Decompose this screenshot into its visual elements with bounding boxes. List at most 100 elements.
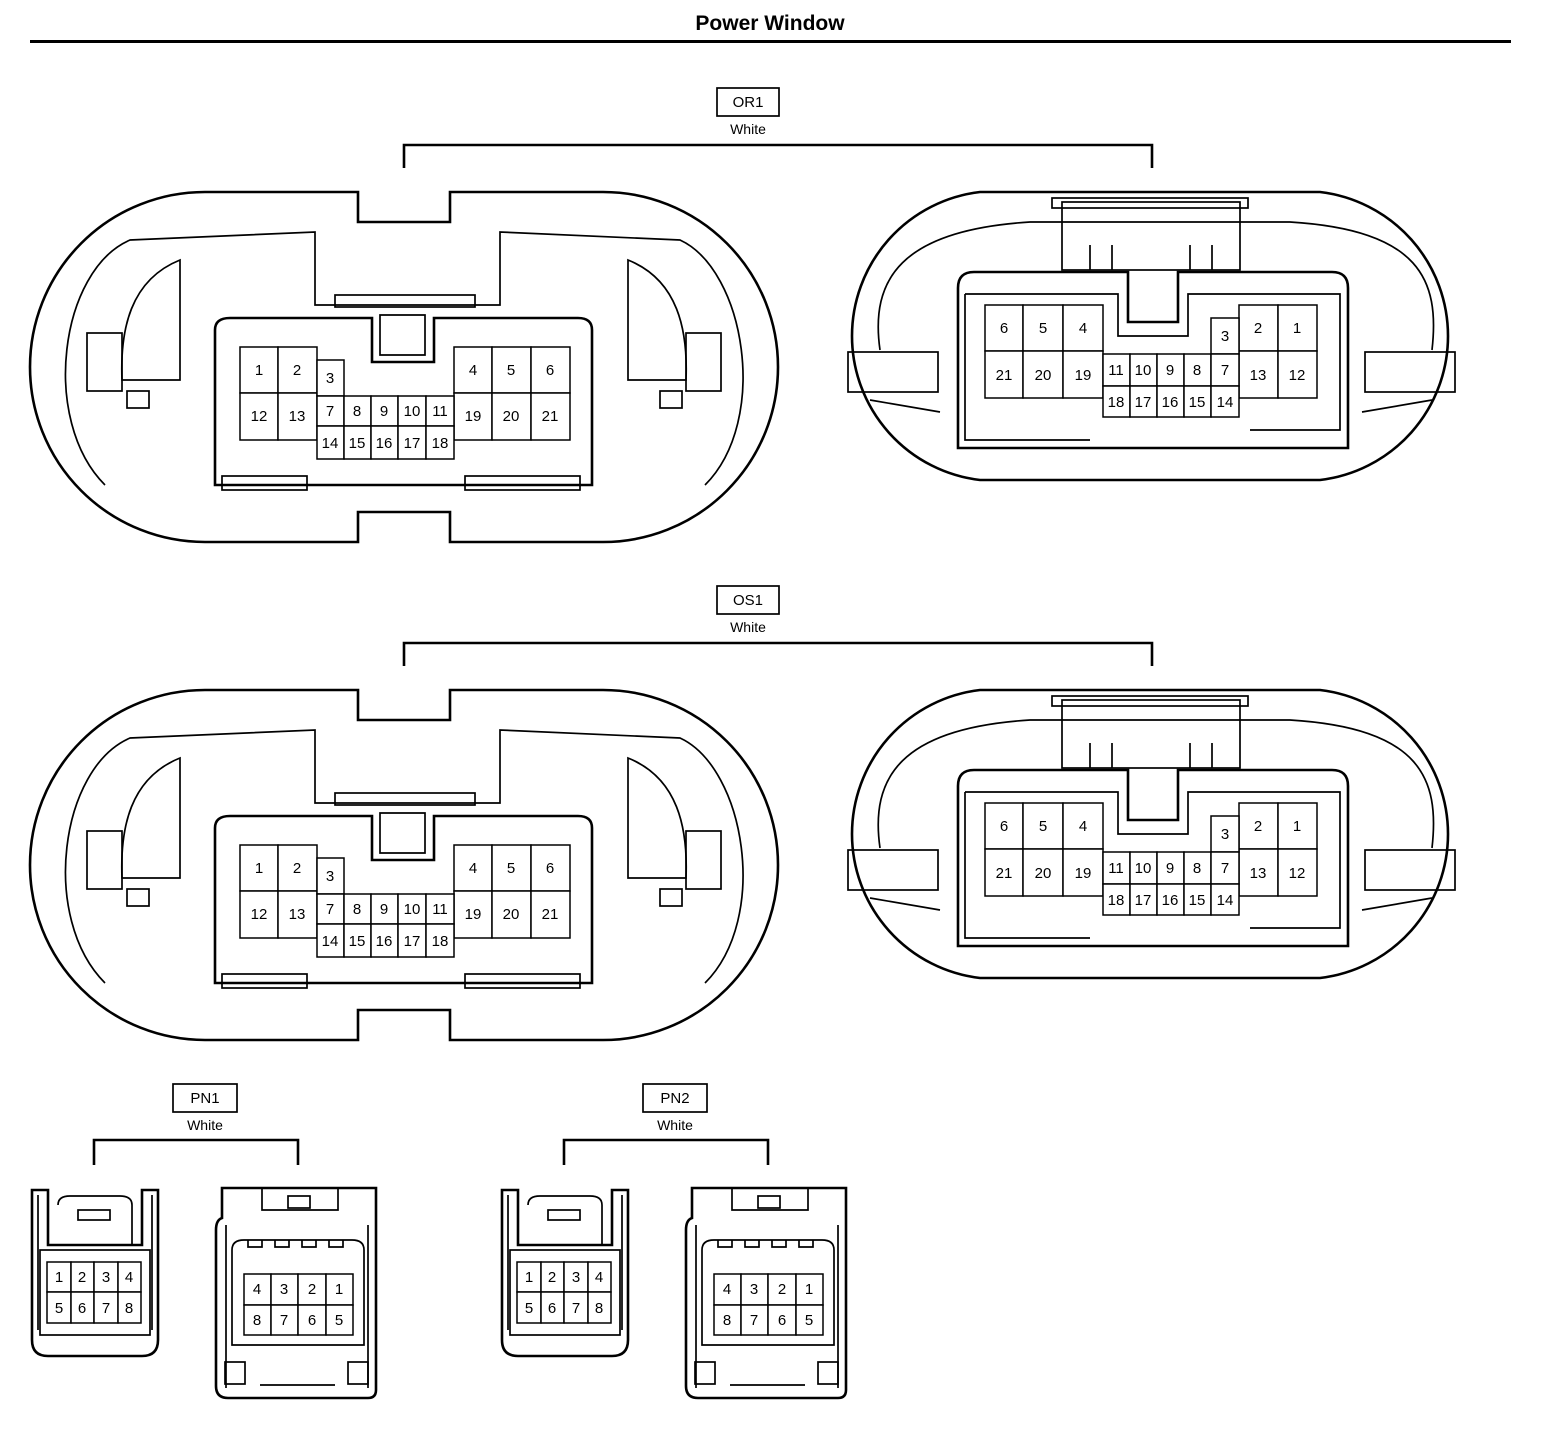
pin-number: 4 xyxy=(1079,818,1087,835)
connector-color: White xyxy=(730,121,766,137)
pin-cell xyxy=(530,392,571,441)
pin-number: 13 xyxy=(1250,367,1267,384)
pin-cell xyxy=(1210,353,1240,387)
pin-cell xyxy=(343,923,372,958)
pin-grid: 1 2 4 5 6 12 13 19 20 21 3 7 8 9 10 11 1… xyxy=(239,844,571,958)
pin-cell xyxy=(1210,385,1240,418)
female-connector: 1 2 3 4 5 6 7 8 xyxy=(500,1188,630,1358)
pin-cell xyxy=(316,395,345,427)
pin-cell xyxy=(46,1291,72,1324)
connector-pn2: PN2 White 1 2 3 4 5 xyxy=(500,1083,848,1400)
pin-cell xyxy=(1156,851,1185,885)
pin-cell xyxy=(370,395,399,427)
pin-cell xyxy=(516,1291,542,1324)
pin-number: 8 xyxy=(353,901,361,918)
pin-cell xyxy=(491,844,532,892)
pin-number: 3 xyxy=(750,1281,758,1298)
pin-number: 10 xyxy=(1135,362,1152,379)
pin-number: 1 xyxy=(255,860,263,877)
pin-number: 17 xyxy=(404,933,421,950)
pin-cell xyxy=(740,1304,769,1336)
pin-number: 8 xyxy=(253,1312,261,1329)
pin-cell xyxy=(370,425,399,460)
pin-number: 6 xyxy=(1000,320,1008,337)
pin-number: 15 xyxy=(349,435,366,452)
pin-number: 21 xyxy=(542,906,559,923)
pin-number: 11 xyxy=(1108,362,1124,379)
pin-number: 20 xyxy=(1035,367,1052,384)
connector-or1: OR1 White xyxy=(28,87,1456,544)
pin-number: 6 xyxy=(78,1300,86,1317)
pin-number: 21 xyxy=(996,367,1013,384)
pin-grid: 1 2 3 4 5 6 7 8 xyxy=(516,1261,612,1324)
pin-number: 1 xyxy=(1293,320,1301,337)
pin-number: 13 xyxy=(289,906,306,923)
pin-number: 5 xyxy=(805,1312,813,1329)
pin-number: 9 xyxy=(380,403,388,420)
pin-cell xyxy=(316,857,345,895)
pin-number: 12 xyxy=(251,906,268,923)
pin-number: 21 xyxy=(996,865,1013,882)
pin-cell xyxy=(1022,350,1064,399)
pin-cell xyxy=(425,893,455,925)
pin-cell xyxy=(1238,848,1279,897)
pin-number: 2 xyxy=(308,1281,316,1298)
pin-number: 1 xyxy=(805,1281,813,1298)
pin-cell xyxy=(1102,883,1131,916)
pin-number: 3 xyxy=(572,1269,580,1286)
pin-number: 5 xyxy=(525,1300,533,1317)
pin-cell xyxy=(984,350,1024,399)
pin-number: 5 xyxy=(1039,320,1047,337)
pin-cell xyxy=(453,392,493,441)
pin-cell xyxy=(425,923,455,958)
pin-number: 18 xyxy=(1108,892,1125,909)
pin-cell xyxy=(239,890,279,939)
pin-number: 16 xyxy=(1162,394,1179,411)
connector-label: OR1 White xyxy=(402,87,1154,168)
pin-cell xyxy=(277,844,318,892)
pin-number: 1 xyxy=(55,1269,63,1286)
pin-number: 2 xyxy=(1254,818,1262,835)
female-connector: 1 2 3 4 5 6 7 8 xyxy=(30,1188,160,1358)
pin-number: 8 xyxy=(723,1312,731,1329)
pin-grid: 6 5 4 2 1 21 20 19 13 12 3 11 10 9 8 7 1… xyxy=(984,802,1318,916)
pin-cell xyxy=(1129,851,1158,885)
pin-number: 10 xyxy=(404,901,421,918)
pin-number: 7 xyxy=(326,403,334,420)
pin-number: 14 xyxy=(1217,394,1234,411)
pin-cell xyxy=(1062,848,1104,897)
pin-cell xyxy=(1277,350,1318,399)
pin-cell xyxy=(1102,385,1131,418)
pin-cell xyxy=(370,923,399,958)
pin-number: 18 xyxy=(1108,394,1125,411)
pin-number: 12 xyxy=(251,408,268,425)
pin-number: 9 xyxy=(380,901,388,918)
pin-number: 3 xyxy=(1221,826,1229,843)
pin-cell xyxy=(530,890,571,939)
pin-cell xyxy=(1183,851,1212,885)
pin-cell xyxy=(1062,304,1104,352)
pin-number: 19 xyxy=(465,408,482,425)
pin-number: 13 xyxy=(1250,865,1267,882)
pin-number: 2 xyxy=(293,362,301,379)
pin-number: 5 xyxy=(507,860,515,877)
pin-cell xyxy=(1156,883,1185,916)
pin-number: 4 xyxy=(469,362,477,379)
pin-number: 3 xyxy=(326,370,334,387)
pin-number: 3 xyxy=(280,1281,288,1298)
pin-cell xyxy=(984,848,1024,897)
pin-number: 11 xyxy=(432,901,448,918)
pin-cell xyxy=(316,425,345,460)
pin-number: 7 xyxy=(280,1312,288,1329)
pin-number: 1 xyxy=(335,1281,343,1298)
pin-number: 1 xyxy=(525,1269,533,1286)
pin-number: 7 xyxy=(572,1300,580,1317)
connector-color: White xyxy=(187,1117,223,1133)
pin-number: 2 xyxy=(78,1269,86,1286)
pin-number: 5 xyxy=(55,1300,63,1317)
female-connector: 1 2 4 5 6 12 13 19 20 21 3 7 8 9 10 11 1… xyxy=(28,688,780,1042)
pin-cell xyxy=(1210,317,1240,355)
pin-grid: 1 2 4 5 6 12 13 19 20 21 3 7 8 9 10 11 1… xyxy=(239,346,571,460)
pin-number: 7 xyxy=(1221,362,1229,379)
pin-number: 17 xyxy=(404,435,421,452)
